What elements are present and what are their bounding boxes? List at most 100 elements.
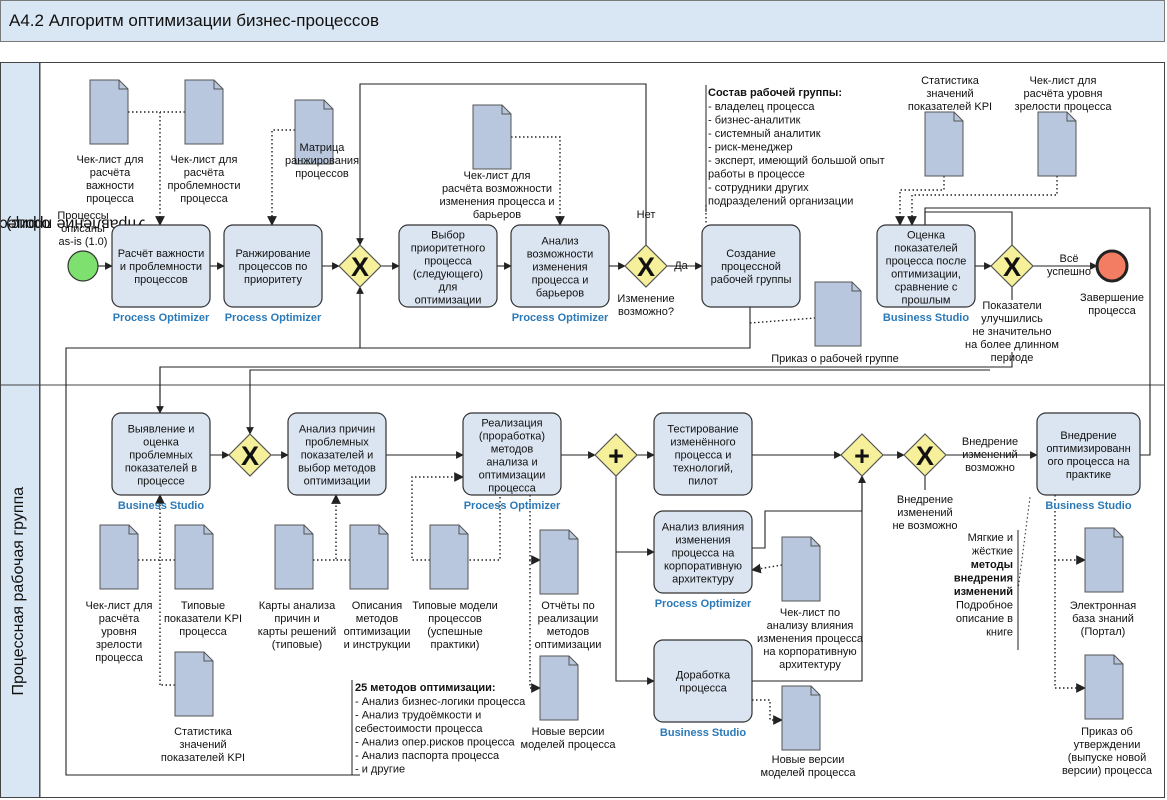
document-icon (924, 111, 964, 177)
association-line (267, 129, 295, 226)
end-event (1095, 249, 1129, 283)
exclusive-gateway: X (338, 244, 382, 288)
gateway-symbol: + (854, 441, 870, 471)
document-icon (1037, 111, 1077, 177)
association-line (411, 472, 464, 561)
document-fold (203, 652, 213, 662)
document-icon (539, 655, 579, 721)
task-box (111, 224, 211, 308)
yes-label: Да (674, 260, 688, 272)
lane-label-process-office: Управление процессов (процессный офис) (0, 62, 146, 385)
document-icon (781, 685, 821, 751)
document-icon (184, 79, 224, 145)
document-icon (1084, 527, 1124, 593)
document-fold (810, 686, 820, 696)
sequence-flow (752, 475, 866, 682)
association-line (751, 563, 783, 574)
exclusive-gateway: X (624, 244, 668, 288)
start-event (67, 250, 99, 282)
association-line (313, 494, 341, 561)
document-fold (118, 80, 128, 90)
document-fold (303, 525, 313, 535)
tool-label: Process Optimizer (464, 500, 561, 512)
change-methods-text: описание в (956, 613, 1013, 625)
gateway-symbol: X (916, 441, 934, 471)
document-icon (429, 524, 469, 590)
sequence-flow (615, 552, 655, 685)
tool-label: Process Optimizer (655, 598, 752, 610)
document-fold (1113, 528, 1123, 538)
association-line (128, 111, 165, 226)
association-line (511, 136, 565, 226)
document-fold (1113, 655, 1123, 665)
gateway-diamond (624, 244, 668, 288)
no-label: Нет (637, 209, 656, 221)
association-line (1054, 560, 1086, 693)
document-fold (568, 656, 578, 666)
gateway-symbol: X (241, 441, 259, 471)
document-icon (294, 99, 334, 165)
tool-label: Business Studio (1045, 500, 1131, 512)
document-label: Приказ о рабочей группе (771, 353, 899, 365)
pool-borders (0, 62, 1165, 798)
sequence-flow (356, 83, 647, 246)
team-title: Состав рабочей группы: (708, 87, 842, 99)
document-fold (851, 282, 861, 292)
document-fold (458, 525, 468, 535)
task-box (398, 224, 498, 308)
methods-title: 25 методов оптимизации: (355, 682, 496, 694)
methods-list: - Анализ бизнес-логики процесса- Анализ … (355, 696, 526, 776)
sequence-flow (65, 307, 751, 776)
document-icon (174, 524, 214, 590)
sequence-flow (924, 207, 1151, 456)
document-fold (953, 112, 963, 122)
association-line (749, 317, 816, 324)
document-icon (349, 524, 389, 590)
task-box (462, 412, 562, 496)
task-box (653, 412, 753, 496)
task-box (1036, 412, 1141, 496)
exclusive-gateway: X (990, 244, 1034, 288)
task-box (653, 639, 753, 723)
tool-label: Process Optimizer (113, 312, 210, 324)
document-icon (1084, 654, 1124, 720)
association-line (752, 699, 783, 725)
tool-label: Business Studio (660, 727, 746, 739)
parallel-gateway: + (594, 433, 638, 477)
gateway-diamond (840, 433, 884, 477)
document-fold (203, 525, 213, 535)
team-list: - владелец процесса- бизнес-аналитик- си… (708, 101, 885, 208)
document-fold (213, 80, 223, 90)
